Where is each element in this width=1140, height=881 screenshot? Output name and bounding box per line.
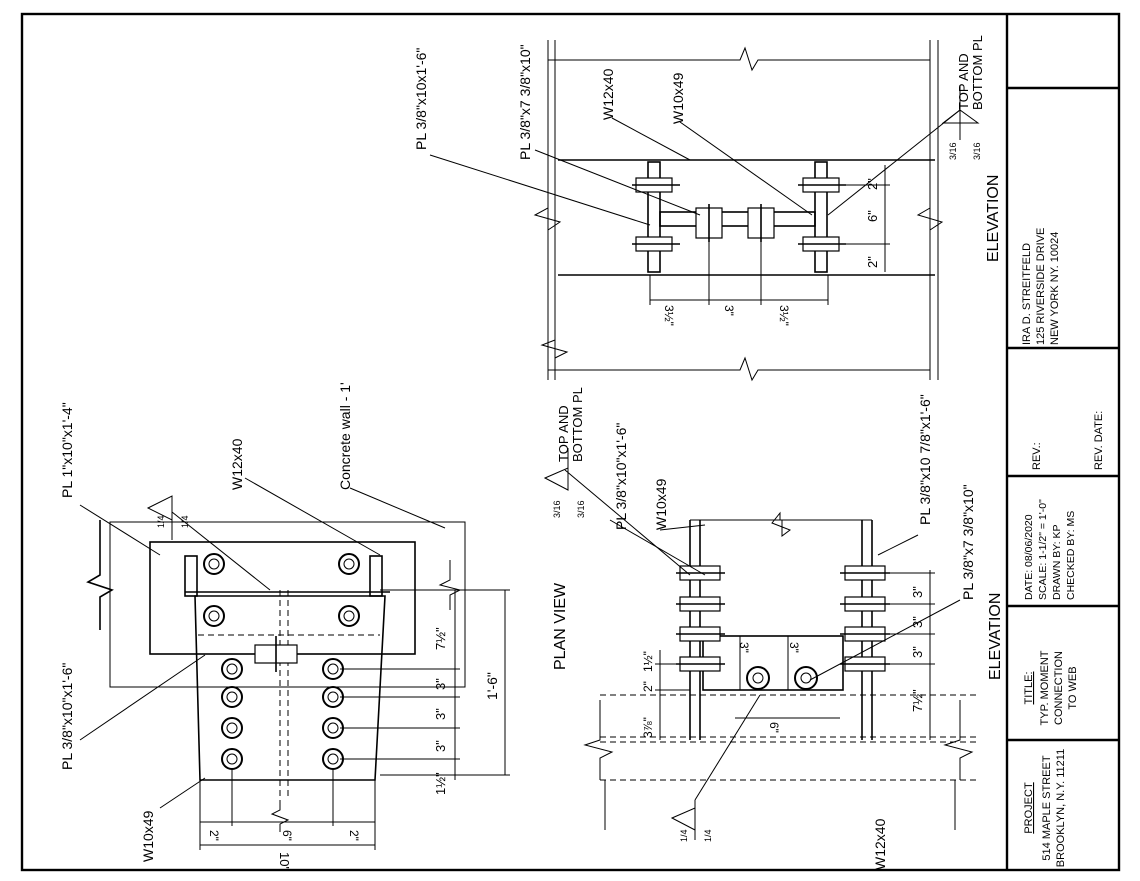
elev-upper-weld-top: 3/16	[948, 142, 958, 160]
drawing-info: DATE: 08/06/2020 SCALE: 1-1/2" = 1'-0" D…	[1023, 499, 1077, 600]
engineer-info: IRA D. STREITFELD 125 RIVERSIDE DRIVE NE…	[1021, 228, 1061, 345]
scale-text: SCALE: 1-1/2" = 1'-0"	[1037, 499, 1049, 600]
project-info: PROJECT 514 MAPLE STREET BROOKLYN, N.Y. …	[1023, 749, 1067, 867]
elevation-upper-bolts	[632, 177, 846, 252]
top-plate-bolts	[203, 553, 360, 627]
elev-upper-dim-b2: 3"	[722, 305, 736, 316]
elev-upper-dim-r3: 2"	[865, 256, 880, 268]
elev-lower-label-pl1: PL 3/8"x10"x1'-6"	[613, 423, 629, 530]
elev-lower-dim-six: 6"	[767, 722, 781, 733]
elev-lower-label-pl3: PL 3/8"x7 3/8"x10"	[960, 484, 976, 600]
elevation-lower-bolts-right	[840, 565, 890, 672]
elev-upper-title: ELEVATION	[985, 175, 1002, 262]
elev-upper-top-bottom: TOP AND	[956, 53, 971, 110]
title-line-2: CONNECTION	[1053, 651, 1065, 725]
engineer-address-2: NEW YORK NY. 10024	[1049, 232, 1061, 345]
elev-upper-label-pl1: PL 3/8"x10x1'-6"	[413, 48, 429, 150]
elev-lower-dim-r1: 3"	[910, 586, 925, 598]
project-address-1: 514 MAPLE STREET	[1041, 755, 1053, 860]
revision-info: REV.: REV. DATE:	[1031, 411, 1105, 470]
plan-dim-2: 3"	[433, 678, 448, 690]
elev-lower-dim-r2: 3"	[910, 616, 925, 628]
date-text: DATE: 08/06/2020	[1023, 514, 1035, 600]
rev-label: REV.:	[1031, 442, 1043, 470]
elev-lower-label-w12: W12x40	[872, 818, 888, 870]
elev-upper-label-w10: W10x49	[670, 72, 686, 124]
title-line-1: TYP. MOMENT	[1039, 650, 1051, 725]
bottom-plate-bolts	[221, 658, 344, 770]
elev-lower-dim-r4: 7½"	[910, 689, 925, 712]
plan-label-w10: W10x49	[140, 810, 156, 862]
plan-weld-top: 1/4	[156, 515, 166, 528]
plan-label-top-plate: PL 1"x10"x1'-4"	[59, 402, 75, 498]
elev-lower-dim-l1: 1½"	[641, 651, 655, 672]
plan-dim-4: 3"	[433, 740, 448, 752]
title-info: TITLE: TYP. MOMENT CONNECTION TO WEB	[1023, 650, 1079, 725]
rev-date-label: REV. DATE:	[1093, 411, 1105, 470]
plan-dim-bottom-2: 6"	[280, 830, 294, 841]
elev-upper-weld-bottom: 3/16	[972, 142, 982, 160]
engineer-name: IRA D. STREITFELD	[1021, 243, 1033, 345]
title-line-3: TO WEB	[1067, 666, 1079, 709]
elev-weld-lower-2: 1/4	[703, 829, 713, 842]
elev-upper-dim-r2: 6"	[865, 210, 880, 222]
elev-lower-dim-l2: 2"	[641, 681, 655, 692]
elev-lower-title: ELEVATION	[987, 593, 1004, 680]
elev-weld-bottom: 3/16	[576, 500, 586, 518]
plan-dim-width: 10"	[277, 852, 292, 871]
elev-upper-label-pl2: PL 3/8"x7 3/8"x10"	[517, 44, 533, 160]
plan-dim-5: 1½"	[433, 772, 448, 795]
elev-lower-dim-i2: 3"	[787, 642, 801, 653]
plan-dim-1: 7½"	[433, 627, 448, 650]
plan-label-concrete: Concrete wall - 1'	[337, 382, 353, 490]
plan-dim-overall: 1'-6"	[484, 672, 500, 700]
elev-lower-dim-l3: 3⅞"	[641, 717, 655, 738]
plan-dim-3: 3"	[433, 708, 448, 720]
plan-section-detail: 1/4 1/4 PL 1"x10"x1'-4" W12x40 Concrete …	[59, 382, 510, 871]
elev-upper-top-bottom-2: BOTTOM PL	[970, 35, 985, 110]
plan-view-title: PLAN VIEW	[552, 582, 569, 670]
elevation-lower-bolts-left	[676, 565, 725, 672]
drawn-by-text: DRAWN BY: KP	[1051, 525, 1063, 600]
project-heading: PROJECT	[1023, 782, 1035, 834]
plan-weld-bottom: 1/4	[180, 515, 190, 528]
elev-upper-dim-b3: 3½"	[777, 305, 791, 326]
sheet-border	[20, 12, 1121, 872]
elev-lower-dim-i1: 3"	[737, 642, 751, 653]
elev-lower-dim-r3: 3"	[910, 646, 925, 658]
engineer-address-1: 125 RIVERSIDE DRIVE	[1035, 228, 1047, 345]
elevation-lower-detail: 3/16 3/16 TOP AND BOTTOM PL 1/4 1/4 PL 3…	[543, 387, 1004, 870]
title-heading: TITLE:	[1023, 671, 1035, 704]
elevation-upper-detail: 3/16 3/16 TOP AND BOTTOM PL PL 3/8"x10x1…	[413, 35, 1002, 382]
elev-lower-top-bottom: TOP AND	[556, 405, 571, 462]
elev-lower-top-bottom-2: BOTTOM PL	[570, 387, 585, 462]
title-block: IRA D. STREITFELD 125 RIVERSIDE DRIVE NE…	[1007, 86, 1119, 867]
elev-upper-dim-b1: 3½"	[662, 305, 676, 326]
project-address-2: BROOKLYN, N.Y. 11211	[1055, 749, 1067, 867]
elev-upper-dim-r1: 2"	[865, 178, 880, 190]
elev-lower-label-pl2: PL 3/8"x10 7/8"x1'-6"	[917, 394, 933, 525]
elev-lower-label-w10: W10x49	[653, 478, 669, 530]
elev-weld-top: 3/16	[552, 500, 562, 518]
plan-label-w12: W12x40	[229, 438, 245, 490]
plan-label-bottom-plate: PL 3/8"x10"x1'-6"	[59, 663, 75, 770]
elev-weld-lower-1: 1/4	[679, 829, 689, 842]
plan-dim-bottom-1: 2"	[207, 830, 221, 841]
elev-upper-label-w12: W12x40	[600, 68, 616, 120]
plan-dim-bottom-3: 2"	[347, 830, 361, 841]
checked-by-text: CHECKED BY: MS	[1065, 511, 1077, 600]
